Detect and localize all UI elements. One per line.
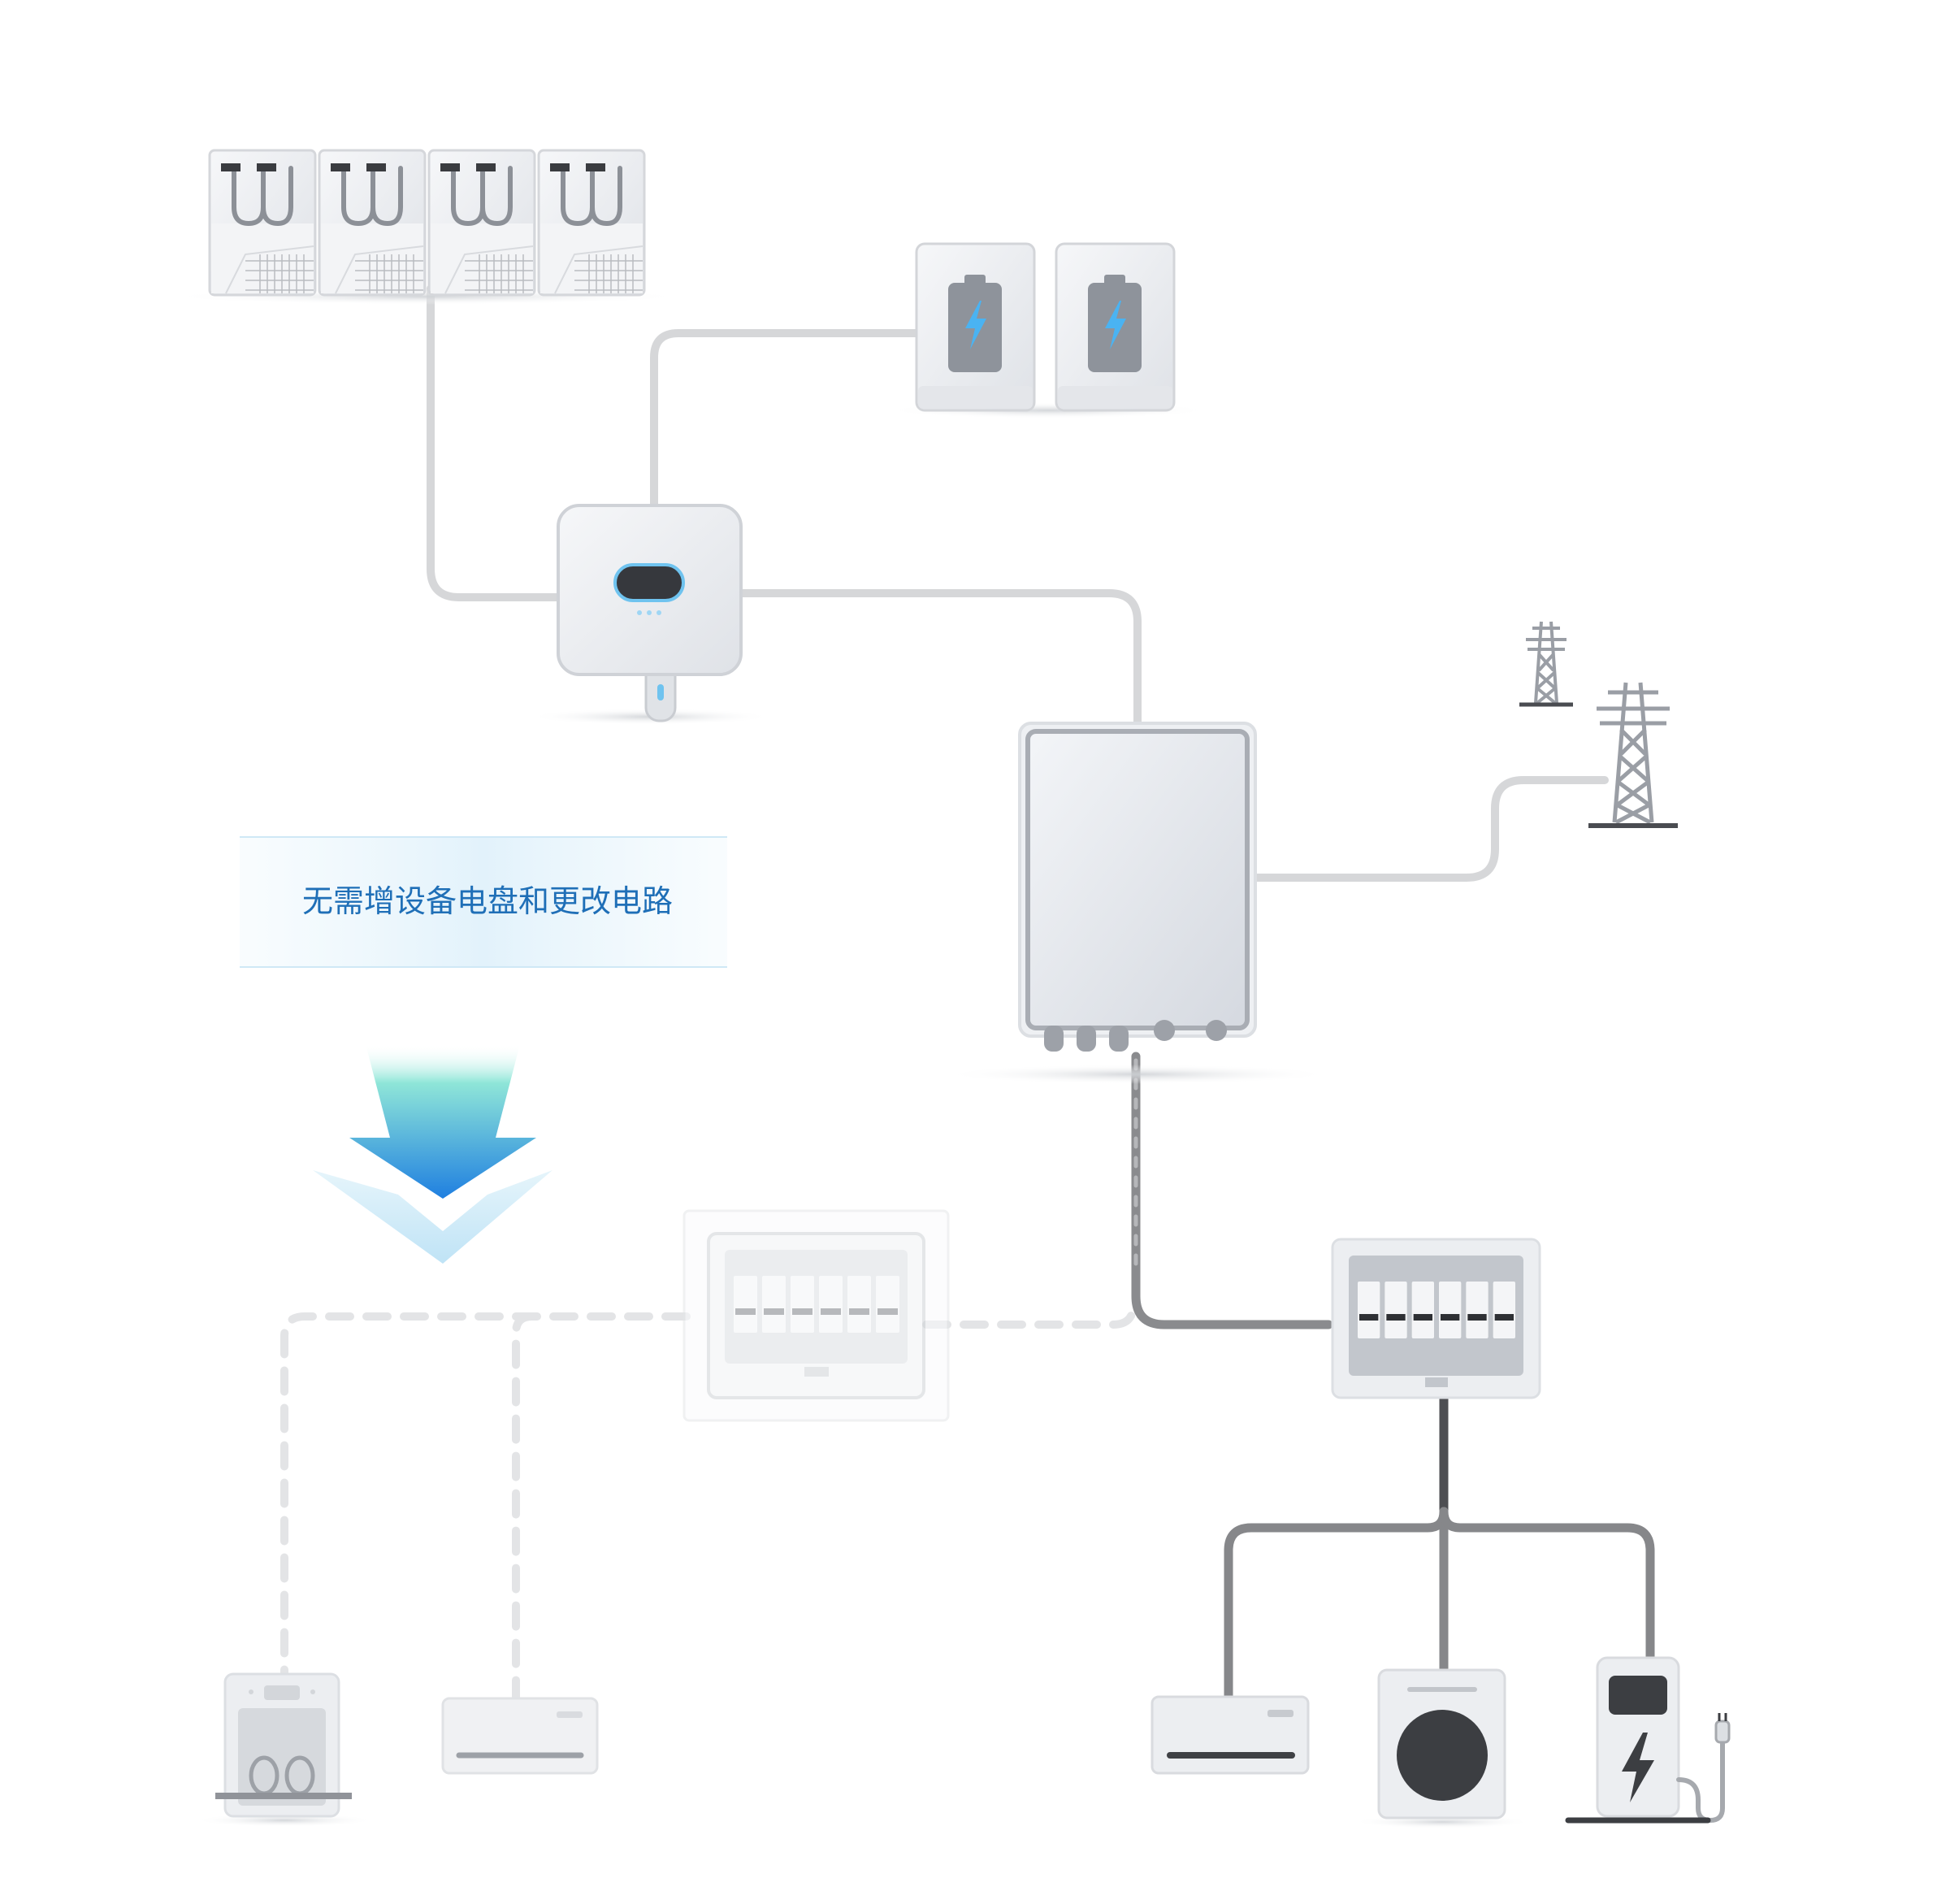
ev-charger-icon [1552, 1656, 1731, 1827]
solar-panel-icon [208, 149, 317, 297]
distribution-panel-icon [682, 1209, 950, 1422]
wires [280, 284, 1655, 1711]
wire-switchbox-to-panel [1131, 1052, 1333, 1329]
dashed-wire-old-ac [512, 1312, 536, 1707]
switch-box-icon [942, 722, 1332, 1084]
air-conditioner-icon [441, 1697, 599, 1775]
caption-text: 无需增设备电盘和更改电路 [302, 883, 673, 919]
dishwasher-icon [195, 1672, 374, 1827]
wire-to-charger [1439, 1507, 1655, 1675]
distribution-panel-icon [1331, 1238, 1541, 1399]
dashed-wire-old-panel-right [922, 1300, 1138, 1329]
inverter-icon [528, 504, 772, 725]
battery-icon [915, 242, 1036, 412]
caption-banner: 无需增设备电盘和更改电路 [240, 836, 727, 968]
transmission-tower-icon [1519, 621, 1573, 707]
air-conditioner-icon [1150, 1695, 1310, 1775]
wire-switchbox-to-grid [1247, 776, 1609, 882]
transmission-tower-icon [1588, 682, 1678, 828]
wire-solar-to-inverter [427, 284, 565, 601]
battery-icon [1055, 242, 1176, 412]
washing-machine-icon [1353, 1668, 1532, 1828]
down-arrow-icon [313, 1044, 552, 1264]
solar-panel-array [167, 149, 687, 305]
battery-group [886, 242, 1211, 419]
solar-panel-icon [537, 149, 646, 297]
dashed-wire-old-panel-left [280, 1312, 691, 1678]
solar-panel-icon [318, 149, 427, 297]
solar-panel-icon [427, 149, 536, 297]
wire-inverter-to-switchbox [735, 589, 1142, 731]
wire-battery-to-inverter [650, 329, 922, 512]
